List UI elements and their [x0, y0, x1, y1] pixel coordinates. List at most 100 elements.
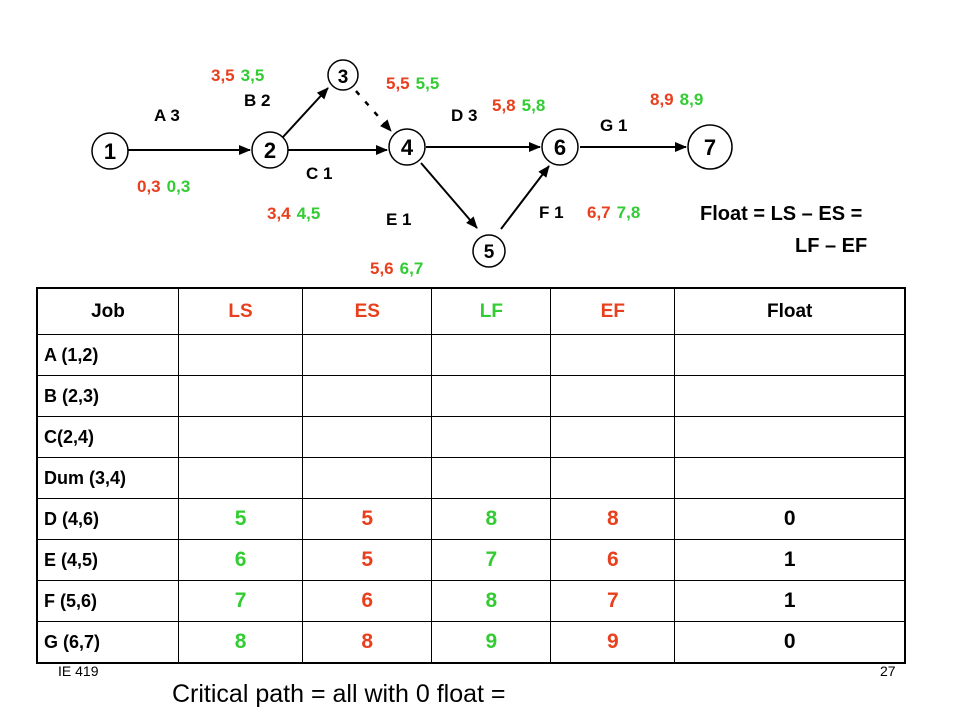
activity-label-c: C 1 [306, 164, 332, 183]
svg-text:5: 5 [484, 242, 495, 263]
network-diagram: 1 2 3 4 5 6 7 A 3 B 2 C 1 D 3 E 1 F 1 G … [91, 59, 733, 278]
cell-ls: 7 [177, 580, 304, 622]
activity-label-g: G 1 [600, 116, 627, 135]
cell-ef: 8 [550, 498, 676, 540]
float-formula-line1: Float = LS – ES = [700, 203, 863, 225]
activity-label-f: F 1 [539, 203, 564, 222]
cell-lf: 8 [431, 498, 552, 540]
cell-float: 0 [674, 621, 906, 664]
cell-job: D (4,6) [36, 498, 179, 540]
table-row: Dum (3,4) [36, 457, 906, 499]
cell-float [674, 375, 906, 417]
cell-ls [177, 334, 304, 376]
cell-ls [177, 375, 304, 417]
cell-ef [550, 416, 676, 458]
node-2: 2 [251, 131, 289, 169]
cell-ef: 6 [550, 539, 676, 581]
cell-float [674, 457, 906, 499]
cell-job: C(2,4) [36, 416, 179, 458]
cell-ef [550, 375, 676, 417]
arc-f [500, 165, 550, 230]
header-float: Float [674, 287, 906, 335]
arc-dummy [355, 90, 392, 132]
schedule-table: Job LS ES LF EF Float A (1,2)B (2,3)C(2,… [36, 287, 906, 664]
node-5: 5 [472, 234, 506, 268]
cell-job: Dum (3,4) [36, 457, 179, 499]
cell-es [302, 375, 433, 417]
float-formula-line2: LF – EF [795, 235, 868, 257]
table-row: A (1,2) [36, 334, 906, 376]
cell-job: A (1,2) [36, 334, 179, 376]
cell-float: 1 [674, 539, 906, 581]
cell-ls: 6 [177, 539, 304, 581]
cell-ls: 8 [177, 621, 304, 664]
header-lf: LF [431, 287, 552, 335]
cell-job: E (4,5) [36, 539, 179, 581]
cell-lf: 7 [431, 539, 552, 581]
cell-float: 0 [674, 498, 906, 540]
node-7: 7 [687, 124, 733, 170]
cell-lf [431, 457, 552, 499]
cell-job: B (2,3) [36, 375, 179, 417]
cell-ls [177, 416, 304, 458]
cell-es: 6 [302, 580, 433, 622]
critical-path-text: Critical path = all with 0 float = [172, 680, 506, 708]
header-job: Job [36, 287, 179, 335]
cell-job: G (6,7) [36, 621, 179, 664]
cell-ef: 7 [550, 580, 676, 622]
svg-text:3: 3 [338, 67, 349, 88]
activity-label-d: D 3 [451, 106, 477, 125]
cell-job: F (5,6) [36, 580, 179, 622]
cell-ef [550, 334, 676, 376]
cell-lf: 8 [431, 580, 552, 622]
header-es: ES [302, 287, 433, 335]
node-1: 1 [91, 132, 129, 170]
cell-es: 8 [302, 621, 433, 664]
svg-text:1: 1 [104, 139, 116, 164]
node-6: 6 [541, 128, 579, 166]
activity-label-e: E 1 [386, 210, 412, 229]
table-row: B (2,3) [36, 375, 906, 417]
table-row: C(2,4) [36, 416, 906, 458]
svg-text:4: 4 [401, 135, 414, 160]
arc-b [282, 87, 329, 138]
svg-text:2: 2 [264, 138, 276, 163]
header-ef: EF [550, 287, 676, 335]
cell-lf [431, 334, 552, 376]
cell-lf [431, 416, 552, 458]
cell-ls: 5 [177, 498, 304, 540]
activity-label-a: A 3 [154, 106, 180, 125]
cell-ls [177, 457, 304, 499]
cell-es [302, 334, 433, 376]
cell-lf: 9 [431, 621, 552, 664]
cell-es: 5 [302, 498, 433, 540]
svg-text:7: 7 [704, 135, 716, 160]
svg-text:6: 6 [554, 135, 566, 160]
cell-lf [431, 375, 552, 417]
cell-float: 1 [674, 580, 906, 622]
node-3: 3 [327, 59, 359, 91]
node-4: 4 [388, 128, 426, 166]
cell-es: 5 [302, 539, 433, 581]
cell-es [302, 457, 433, 499]
page-number: 27 [880, 663, 896, 679]
course-code: IE 419 [58, 663, 99, 679]
table-header-row: Job LS ES LF EF Float [36, 287, 906, 335]
cell-es [302, 416, 433, 458]
cell-ef: 9 [550, 621, 676, 664]
cell-float [674, 334, 906, 376]
header-ls: LS [177, 287, 304, 335]
arc-e [420, 162, 478, 229]
